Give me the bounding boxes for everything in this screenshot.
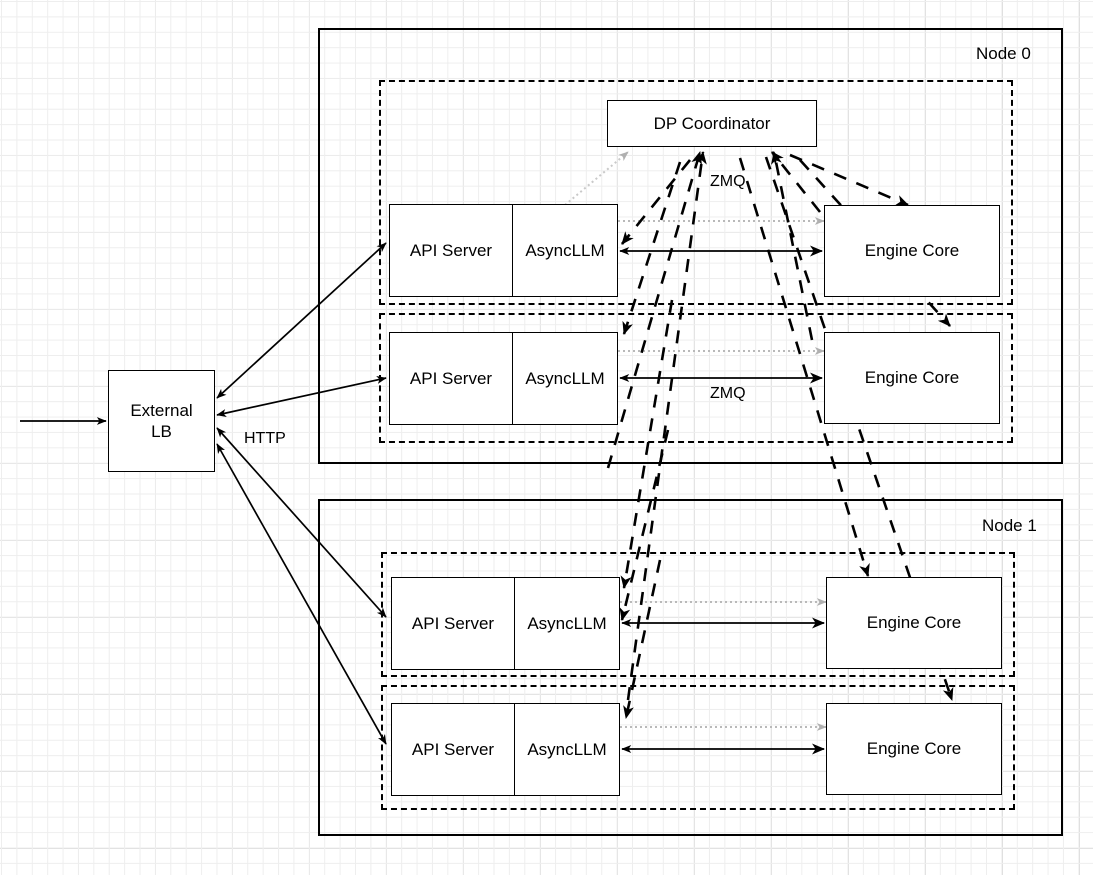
api-server-cell[interactable]: API Server [392,578,515,669]
api-server-cell[interactable]: API Server [390,333,513,424]
api-server-cell[interactable]: API Server [392,704,515,795]
node-1-group-1-apiserver-asyncllm[interactable]: API Server AsyncLLM [391,703,620,796]
node-0-group-1 [379,313,1013,443]
node-0-container [318,28,1063,464]
dp-coordinator-box[interactable]: DP Coordinator [607,100,817,147]
async-llm-cell[interactable]: AsyncLLM [515,578,619,669]
http-label: HTTP [244,430,286,447]
engine-core-label: Engine Core [866,613,962,633]
node-0-group-1-apiserver-asyncllm[interactable]: API Server AsyncLLM [389,332,618,425]
engine-core-label: Engine Core [866,739,962,759]
dp-coordinator-label: DP Coordinator [653,113,771,133]
engine-core-label: Engine Core [864,241,960,261]
node-0-label: Node 0 [976,44,1031,63]
api-server-label: API Server [409,368,493,388]
node-1-group-1-engine-core[interactable]: Engine Core [826,703,1002,795]
node-0-group-0 [379,80,1013,305]
external-lb-box[interactable]: External LB [108,370,215,472]
api-server-label: API Server [409,240,493,260]
engine-core-label: Engine Core [864,368,960,388]
node-0-group-0-apiserver-asyncllm[interactable]: API Server AsyncLLM [389,204,618,297]
node-1-label: Node 1 [982,516,1037,535]
api-server-label: API Server [411,613,495,633]
async-llm-cell[interactable]: AsyncLLM [515,704,619,795]
node-1-group-0-apiserver-asyncllm[interactable]: API Server AsyncLLM [391,577,620,670]
node-1-group-0 [381,552,1015,677]
node-1-group-1 [381,685,1015,810]
async-llm-cell[interactable]: AsyncLLM [513,205,617,296]
async-llm-label: AsyncLLM [525,368,605,388]
node-0-group-0-engine-core[interactable]: Engine Core [824,205,1000,297]
node-1-container [318,499,1063,836]
coordinator-zmq-label: ZMQ [710,173,746,190]
async-llm-label: AsyncLLM [525,240,605,260]
node-0-group-1-engine-core[interactable]: Engine Core [824,332,1000,424]
async-llm-cell[interactable]: AsyncLLM [513,333,617,424]
node-1-group-0-engine-core[interactable]: Engine Core [826,577,1002,669]
external-lb-label-line1: External [130,400,193,420]
api-server-cell[interactable]: API Server [390,205,513,296]
async-llm-label: AsyncLLM [527,739,607,759]
external-lb-label-line2: LB [151,422,172,441]
node-0-group-1-zmq-label: ZMQ [710,385,746,402]
api-server-label: API Server [411,739,495,759]
async-llm-label: AsyncLLM [527,613,607,633]
